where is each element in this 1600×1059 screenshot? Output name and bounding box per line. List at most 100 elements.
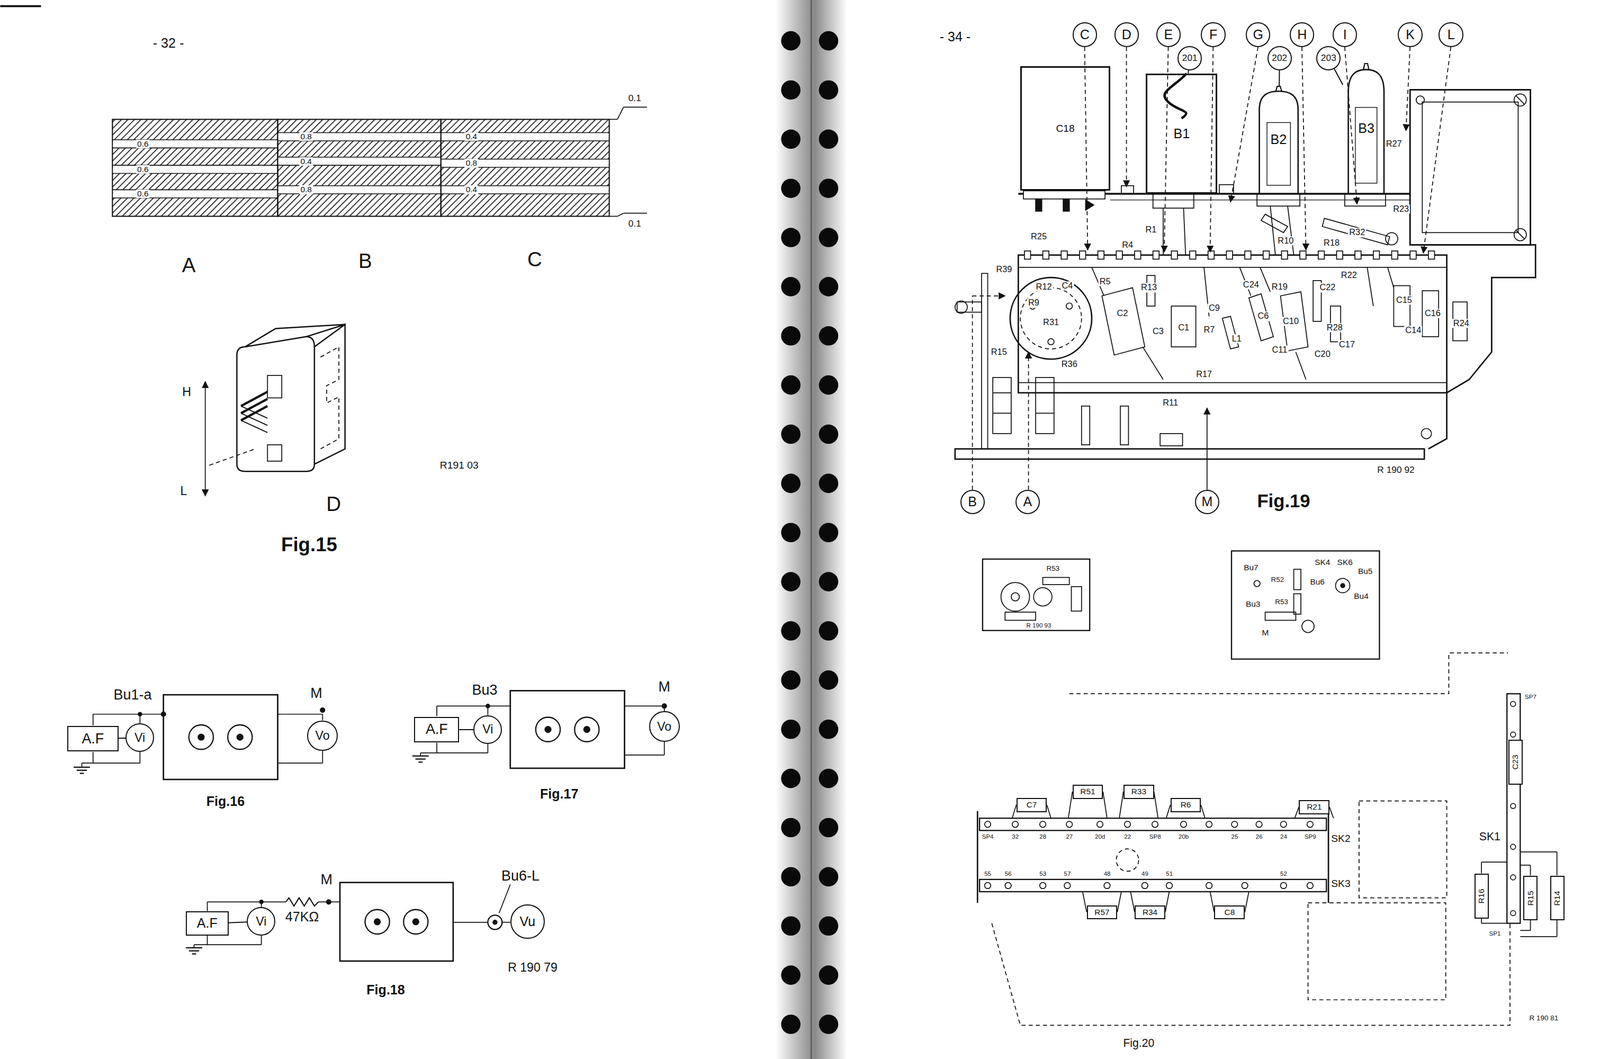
callout-circle: H: [1289, 22, 1315, 47]
circle-shape: [780, 818, 801, 838]
circle-shape: [780, 276, 801, 297]
outline-rect: [1153, 193, 1194, 209]
capacitor-can: C18: [1020, 66, 1111, 191]
connector-line: [1334, 68, 1343, 85]
circle-shape: [412, 918, 420, 925]
part-label: SK1: [1478, 830, 1502, 843]
circle-shape: [1510, 874, 1516, 880]
outline-rect: [1293, 569, 1301, 590]
part-label: - 32 -: [151, 36, 185, 50]
node-text: A.F: [81, 731, 104, 748]
node-text: R15: [1525, 890, 1535, 906]
part-label: 51: [1164, 870, 1174, 877]
outline-rect: [1293, 593, 1301, 615]
node-text: Vo: [315, 729, 330, 743]
outline-rect: [1409, 250, 1417, 259]
wire-line: [79, 772, 85, 774]
part-label: R5: [1098, 276, 1112, 286]
component-box: C8: [1214, 905, 1245, 920]
callout-circle: D: [1114, 22, 1139, 47]
circle-shape: [1012, 821, 1019, 828]
part-label: R36: [1060, 359, 1079, 369]
wire-line: [415, 758, 426, 760]
wire-line: [240, 420, 268, 433]
part-label: R25: [1029, 232, 1048, 242]
outline-rect: [1226, 250, 1233, 259]
wire-line: [1287, 205, 1294, 255]
outline-rect: [1035, 377, 1055, 434]
part-label: C10: [1281, 317, 1300, 327]
outline-rect: [1308, 902, 1446, 1000]
circle-shape: [780, 473, 801, 494]
outline-rect: [1121, 185, 1134, 194]
outline-rect: [1071, 586, 1082, 611]
circle-shape: [819, 965, 839, 985]
part-label: R28: [1325, 322, 1344, 332]
wire-line: [0, 5, 41, 8]
part-label: Bu6-L: [500, 867, 541, 883]
callout-circle: G: [1245, 22, 1271, 47]
circle-shape: [1206, 882, 1213, 889]
part-label: 20d: [1093, 833, 1107, 840]
part-label: 32: [1010, 833, 1020, 840]
wire-line: [1327, 811, 1330, 903]
circle-shape: [1510, 843, 1516, 850]
part-label: R191 03: [438, 460, 480, 471]
circle-shape: [819, 473, 839, 494]
part-label: M: [309, 685, 323, 700]
part-label: 0.6: [136, 189, 150, 199]
circle-shape: [780, 915, 801, 936]
wire-line: [992, 392, 1012, 394]
outline-rect: [1004, 612, 1036, 620]
wire-line: [192, 953, 197, 955]
part-label: D: [325, 493, 343, 515]
circle-shape: [819, 670, 839, 690]
part-label: R9: [1027, 298, 1041, 308]
circle-shape: [780, 670, 801, 690]
part-label: SP7: [1523, 693, 1538, 700]
wire-line: [1035, 412, 1055, 414]
node-text: 201: [1182, 52, 1198, 64]
part-label: SK3: [1329, 878, 1352, 889]
wire-line: [1480, 861, 1482, 874]
outline-rect: [992, 377, 1012, 434]
outline-path: [1418, 244, 1536, 449]
part-label: C9: [1207, 303, 1221, 313]
circle-shape: [487, 914, 502, 930]
outline-rect: [1061, 250, 1068, 259]
part-label: Bu7: [1242, 562, 1260, 572]
circle-shape: [535, 717, 561, 742]
outline-rect: [1422, 102, 1518, 233]
part-label: R10: [1276, 236, 1295, 246]
node-text: Vi: [255, 914, 267, 929]
part-label: R19: [1270, 282, 1289, 292]
callout-circle: Vi: [473, 715, 502, 744]
circle-shape: [1231, 821, 1238, 828]
figure-label: Fig.18: [365, 982, 406, 997]
circle-shape: [780, 326, 801, 346]
circle-shape: [403, 909, 428, 934]
wire-line: [277, 713, 323, 715]
wire-line: [277, 762, 323, 764]
circle-shape: [1047, 338, 1055, 346]
circle-shape: [227, 724, 253, 750]
node-text: R57: [1094, 908, 1110, 918]
outline-rect: [441, 185, 609, 194]
circle-shape: [1166, 882, 1173, 889]
component-box: R16: [1474, 873, 1489, 919]
part-label: R15: [990, 347, 1009, 357]
circle-shape: [780, 31, 801, 51]
node-text: B: [967, 494, 977, 510]
circle-shape: [1066, 302, 1073, 310]
outline-path: [1248, 293, 1274, 341]
wire-line: [623, 106, 647, 108]
circle-shape: [492, 920, 498, 925]
callout-circle: B: [960, 489, 985, 515]
part-label: R39: [994, 264, 1013, 274]
part-label: 25: [1230, 833, 1240, 840]
circle-shape: [1307, 821, 1314, 828]
circle-shape: [364, 909, 390, 934]
outline-rect: [441, 159, 609, 168]
part-label: Bu1-a: [112, 687, 154, 703]
